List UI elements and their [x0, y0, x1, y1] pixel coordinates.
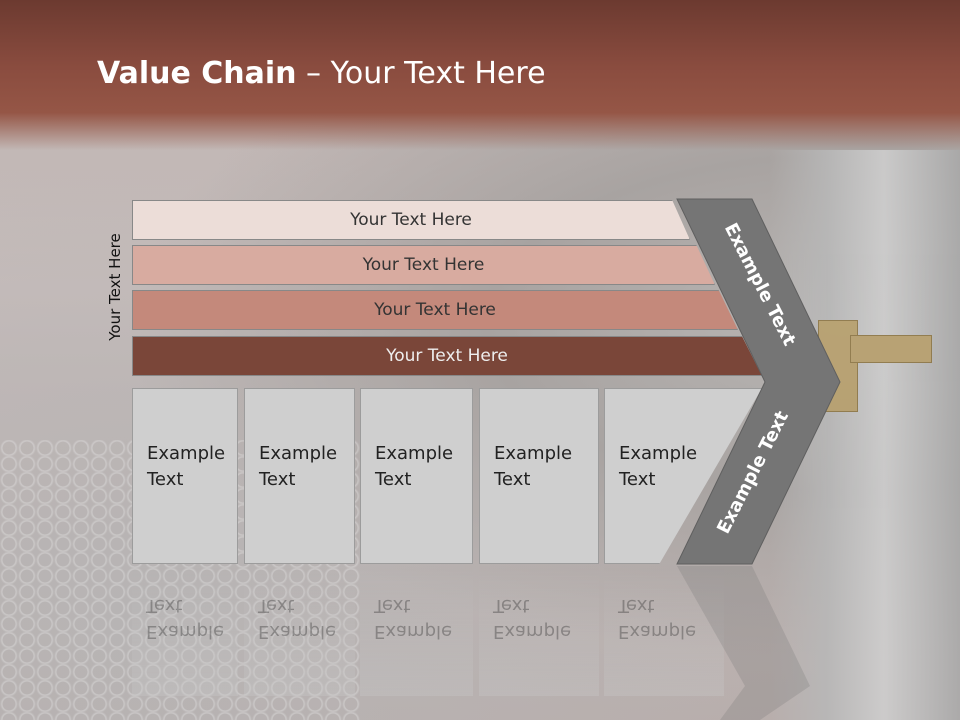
chevron-arrow[interactable]: [676, 198, 841, 565]
value-bar-4[interactable]: Your Text Here: [132, 336, 762, 376]
title-rest: – Your Text Here: [296, 56, 546, 91]
box-line1: Example: [375, 443, 454, 464]
box-line1: Example: [147, 443, 226, 464]
title-bold: Value Chain: [97, 56, 297, 91]
value-bar-2[interactable]: Your Text Here: [132, 245, 715, 285]
value-bar-1[interactable]: Your Text Here: [132, 200, 690, 240]
box-line2: Text: [147, 469, 184, 490]
header-band: [0, 0, 960, 150]
box-line2: Text: [259, 469, 296, 490]
chevron-reflection: [677, 566, 810, 720]
box-line1: Example: [259, 443, 338, 464]
box-line2: Text: [619, 469, 656, 490]
box-line2: Text: [494, 469, 531, 490]
box-line1: Example: [494, 443, 573, 464]
value-bar-3[interactable]: Your Text Here: [132, 290, 738, 330]
box-line1: Example: [619, 443, 698, 464]
armor-strap: [850, 335, 932, 363]
slide-title[interactable]: Value Chain – Your Text Here: [97, 56, 546, 91]
box-line2: Text: [375, 469, 412, 490]
